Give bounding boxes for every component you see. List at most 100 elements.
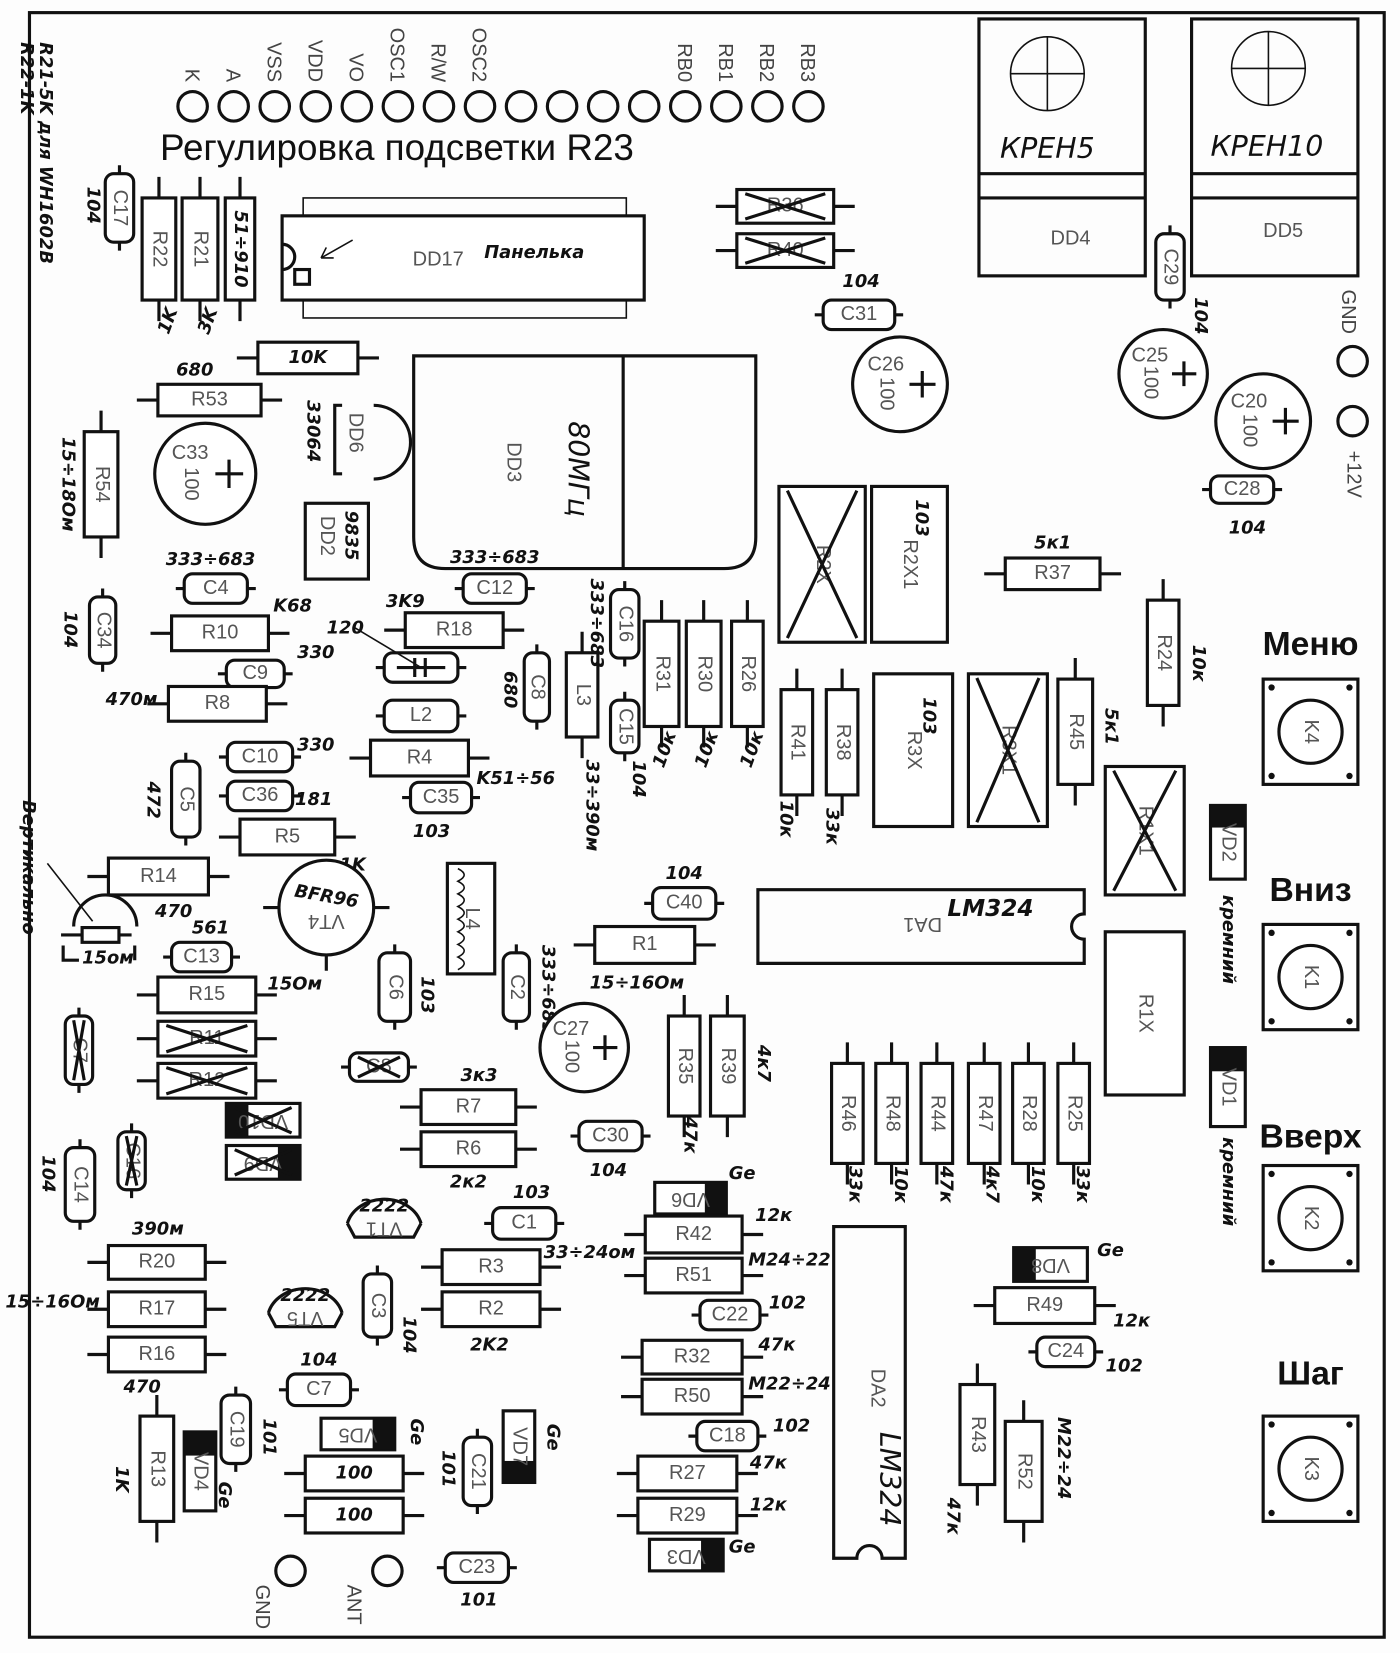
component-value: 181 <box>295 789 332 810</box>
gnd-pad[interactable] <box>1336 344 1369 378</box>
ant-label: ANT <box>342 1585 364 1625</box>
header-pin[interactable] <box>258 90 292 123</box>
component-ref: R30 <box>693 655 715 692</box>
component-value: 333÷683 <box>537 945 558 1035</box>
component-ref: R24 <box>1153 634 1175 671</box>
component-value: 103 <box>413 821 450 842</box>
component-ref: R20 <box>138 1251 175 1273</box>
rf-gnd-pad[interactable] <box>274 1554 307 1588</box>
component-ref: C9 <box>242 662 268 684</box>
component-body <box>993 1286 1097 1326</box>
component-ref: VD7 <box>509 1427 531 1466</box>
header-pin[interactable] <box>504 90 538 123</box>
header-pin[interactable] <box>792 90 825 123</box>
component-ref: C22 <box>712 1303 749 1325</box>
dd3-oscillator: DD3 80МГц <box>412 354 758 571</box>
component-body <box>170 940 234 974</box>
component-ref: C5 <box>176 786 198 812</box>
component-value: 330 <box>297 734 334 755</box>
header-pin-label: RB2 <box>755 43 777 82</box>
header-pin[interactable] <box>586 90 620 123</box>
component-body <box>684 619 723 729</box>
component-body <box>564 651 600 739</box>
button-actuator[interactable] <box>1277 943 1344 1011</box>
header-pin[interactable] <box>340 90 374 123</box>
button-actuator[interactable] <box>1277 1185 1344 1252</box>
component-ref: R49 <box>1026 1294 1063 1316</box>
component-value: 10к <box>736 728 769 771</box>
component-ref: R31 <box>651 655 673 692</box>
header-pin[interactable] <box>422 90 456 123</box>
ant-pad[interactable] <box>371 1554 404 1588</box>
header-pin[interactable] <box>710 90 743 123</box>
component-ref: R51 <box>675 1264 712 1286</box>
trimmer-value: 15ом <box>82 947 134 968</box>
component-body <box>225 779 295 813</box>
dd2-note: 9835 <box>340 511 361 561</box>
component-value: 10к <box>775 801 796 839</box>
component-part: 10K <box>236 340 379 376</box>
component-value: 47к <box>749 1452 788 1473</box>
header-pin[interactable] <box>627 90 661 123</box>
component-value: 100 <box>876 377 898 410</box>
component-body <box>440 1290 542 1329</box>
component-body <box>577 1119 644 1153</box>
header-pin[interactable] <box>463 90 497 123</box>
component-body <box>1103 930 1186 1097</box>
crossed-out-mark <box>357 1055 401 1079</box>
component-body <box>1056 677 1095 786</box>
component-body <box>419 1088 518 1127</box>
button-actuator[interactable] <box>1277 698 1344 765</box>
header-pin[interactable] <box>217 90 250 123</box>
component-part: 51÷910 <box>223 176 257 322</box>
component-body <box>461 1435 494 1508</box>
component-value: 680 <box>499 671 520 708</box>
header-pin[interactable] <box>751 90 784 123</box>
component-ref: C26 <box>867 354 904 376</box>
component-ref: C12 <box>476 577 513 599</box>
component-ref: C28 <box>1224 478 1261 500</box>
component-value: 470 <box>154 901 192 922</box>
component-ref: C19 <box>226 1411 248 1448</box>
header-pin[interactable] <box>545 90 579 123</box>
component-ref: R16 <box>138 1343 175 1365</box>
component-body <box>166 684 268 723</box>
header-pin[interactable] <box>381 90 415 123</box>
header-pin-label: RB0 <box>673 43 695 82</box>
plus12-pad[interactable] <box>1336 404 1369 438</box>
component-value: 470м <box>105 689 158 710</box>
component-ref: C27 <box>553 1018 590 1040</box>
header-pin[interactable] <box>668 90 702 123</box>
board-outline <box>27 11 1386 1639</box>
component-value: 2222 <box>280 1285 330 1306</box>
da1-note: LM324 <box>947 896 1033 922</box>
button-actuator[interactable] <box>1277 1435 1344 1502</box>
component-body <box>821 298 897 332</box>
component-ref: L3 <box>572 684 594 706</box>
component-ref: R14 <box>140 865 177 887</box>
header-pin[interactable] <box>176 90 209 123</box>
header-pin[interactable] <box>299 90 333 123</box>
button-label: Шаг <box>1277 1356 1344 1393</box>
